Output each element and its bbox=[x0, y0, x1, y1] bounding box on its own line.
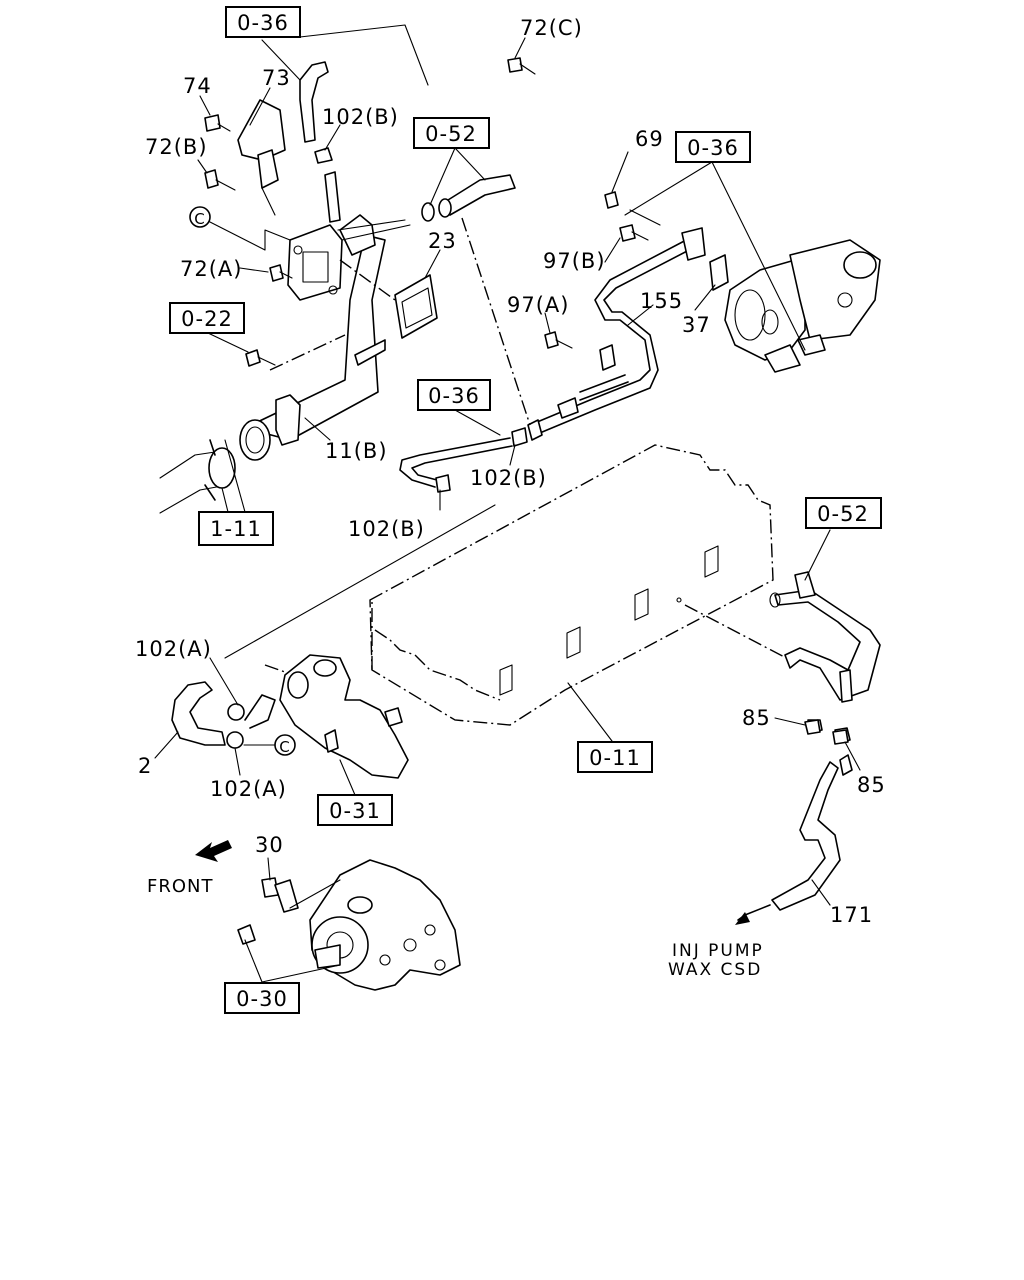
ref-box-1-11: 1-11 bbox=[198, 511, 274, 546]
water-pipe-11b bbox=[239, 214, 411, 461]
callout-30: 30 bbox=[255, 833, 284, 857]
ref-label: 0-30 bbox=[236, 987, 288, 1011]
callout-155: 155 bbox=[640, 289, 683, 313]
water-tube-155 bbox=[527, 227, 706, 441]
circle-mark-c-lower: C bbox=[274, 734, 296, 756]
bracket-73 bbox=[237, 99, 286, 216]
ref-label: 0-52 bbox=[425, 122, 477, 146]
water-pump bbox=[237, 859, 461, 991]
ref-box-0-11: 0-11 bbox=[577, 741, 653, 773]
thermostat-housing bbox=[264, 654, 409, 779]
gasket-37 bbox=[709, 254, 729, 291]
ref-label: 0-36 bbox=[687, 136, 739, 160]
callout-102b-top: 102(B) bbox=[322, 105, 399, 129]
callout-11b: 11(B) bbox=[325, 439, 388, 463]
callout-74: 74 bbox=[183, 74, 212, 98]
leader-lines bbox=[154, 24, 861, 983]
heater-hose-right bbox=[735, 571, 881, 925]
callout-85-left: 85 bbox=[742, 706, 771, 730]
ref-label: 0-22 bbox=[181, 307, 233, 331]
callout-97b: 97(B) bbox=[543, 249, 606, 273]
ref-box-0-52-top: 0-52 bbox=[413, 117, 490, 149]
circle-mark-label: C bbox=[194, 210, 205, 228]
callout-23: 23 bbox=[428, 229, 457, 253]
fasteners bbox=[204, 57, 849, 745]
callout-69: 69 bbox=[635, 127, 664, 151]
callout-72a: 72(A) bbox=[180, 257, 242, 281]
vent-hose-mid bbox=[399, 427, 528, 493]
callout-2: 2 bbox=[138, 754, 152, 778]
turbocharger bbox=[724, 239, 881, 373]
callout-37: 37 bbox=[682, 313, 711, 337]
callout-102b-low: 102(B) bbox=[348, 517, 425, 541]
ref-label: 0-36 bbox=[428, 384, 480, 408]
bypass-hose-2 bbox=[171, 681, 276, 749]
callout-102b-mid: 102(B) bbox=[470, 466, 547, 490]
wax-csd-label: WAX CSD bbox=[668, 960, 762, 980]
callout-102a-low: 102(A) bbox=[210, 777, 287, 801]
ref-label: 0-11 bbox=[589, 746, 641, 770]
front-label: FRONT bbox=[147, 876, 214, 897]
ref-box-0-31: 0-31 bbox=[317, 794, 393, 826]
ref-box-0-36-mid: 0-36 bbox=[417, 379, 491, 411]
gasket-23 bbox=[394, 274, 438, 339]
front-arrow-icon bbox=[195, 840, 232, 862]
ref-label: 0-36 bbox=[237, 11, 289, 35]
ref-box-0-36-turbo: 0-36 bbox=[675, 131, 751, 163]
callout-72b: 72(B) bbox=[145, 135, 208, 159]
exhaust-pipe bbox=[159, 439, 236, 514]
ref-label: 1-11 bbox=[210, 517, 262, 541]
cylinder-head-outline bbox=[369, 444, 791, 726]
ref-box-0-52-right: 0-52 bbox=[805, 497, 882, 529]
circle-mark-label: C bbox=[279, 738, 290, 756]
ref-label: 0-31 bbox=[329, 799, 381, 823]
ref-box-0-22: 0-22 bbox=[169, 302, 245, 334]
callout-72c: 72(C) bbox=[520, 16, 583, 40]
callout-171: 171 bbox=[830, 903, 873, 927]
ref-box-0-36-top: 0-36 bbox=[225, 6, 301, 38]
callout-85-right: 85 bbox=[857, 773, 886, 797]
vent-hose-top bbox=[299, 61, 329, 143]
hose-0-52-upper bbox=[421, 174, 516, 222]
callout-73: 73 bbox=[262, 66, 291, 90]
callout-97a: 97(A) bbox=[507, 293, 569, 317]
water-outlet-housing bbox=[287, 171, 343, 301]
callout-102a-top: 102(A) bbox=[135, 637, 212, 661]
ref-label: 0-52 bbox=[817, 502, 869, 526]
ref-box-0-30: 0-30 bbox=[224, 982, 300, 1014]
inj-pump-label: INJ PUMP bbox=[672, 941, 764, 961]
circle-mark-c-upper: C bbox=[189, 206, 211, 228]
